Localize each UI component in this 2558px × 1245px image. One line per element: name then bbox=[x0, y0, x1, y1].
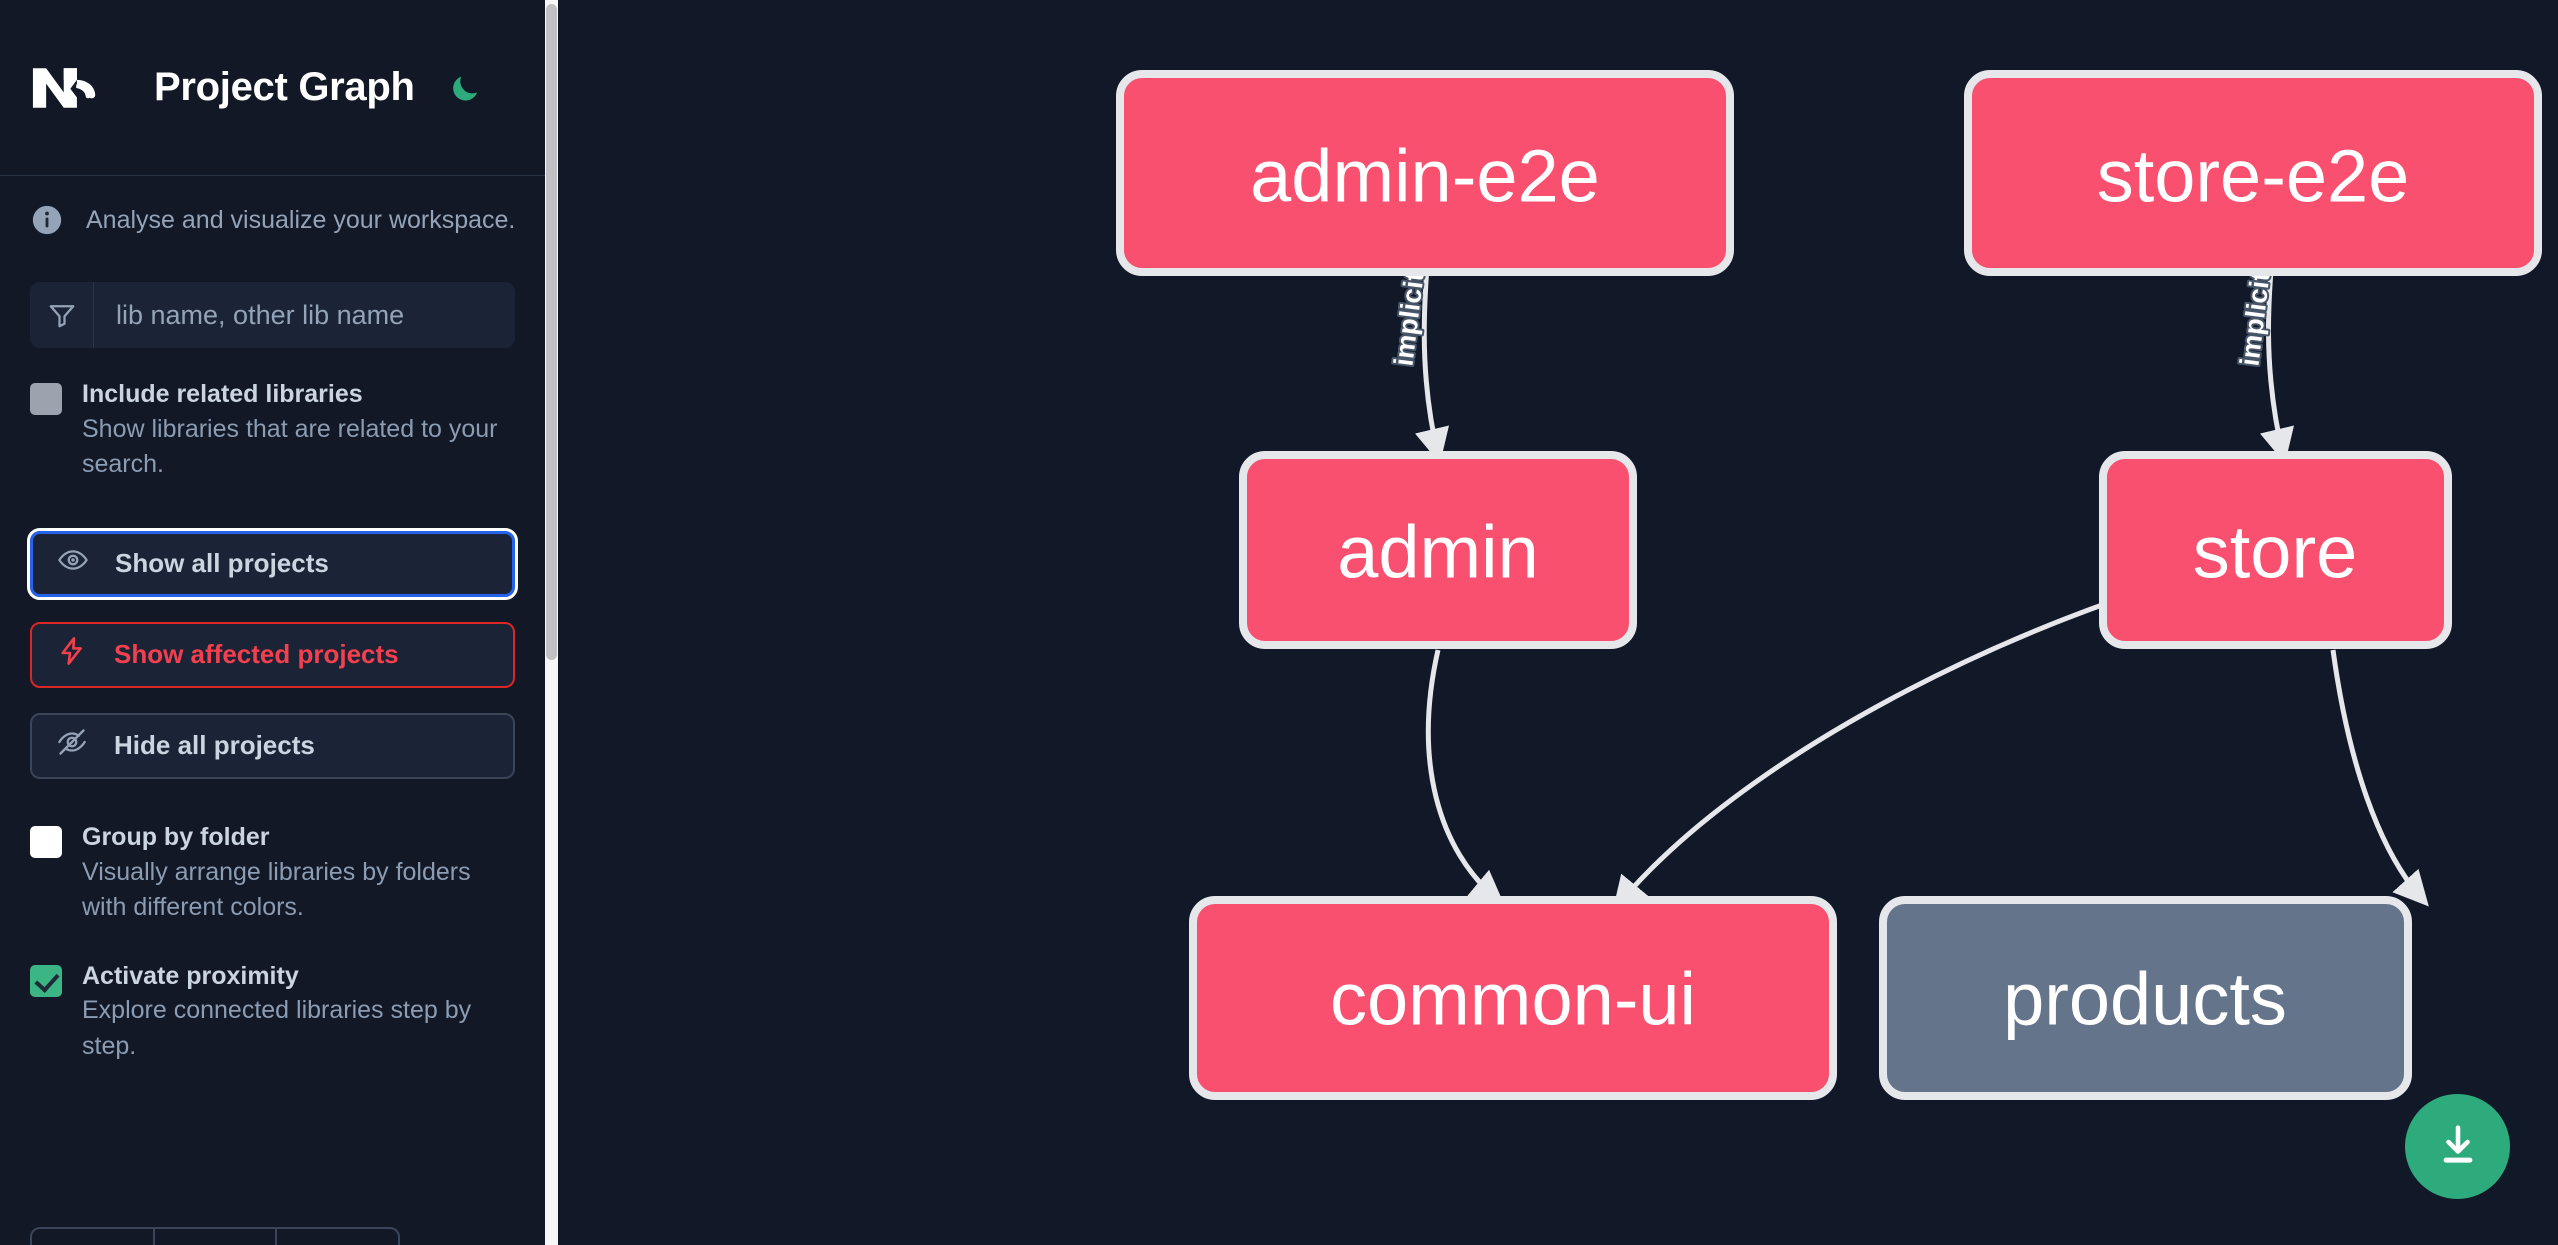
activate-proximity-label: Activate proximity bbox=[82, 961, 299, 990]
sidebar-header: Project Graph bbox=[0, 0, 545, 175]
group-by-folder-description: Visually arrange libraries by folders wi… bbox=[82, 857, 471, 922]
eye-icon bbox=[57, 544, 89, 583]
node-products-label: products bbox=[2003, 958, 2287, 1041]
download-graph-button[interactable] bbox=[2405, 1094, 2510, 1199]
node-store[interactable]: store bbox=[2099, 451, 2452, 649]
show-affected-projects-label: Show affected projects bbox=[114, 639, 399, 670]
tagline-text: Analyse and visualize your workspace. bbox=[86, 205, 516, 234]
node-admin-e2e-label: admin-e2e bbox=[1250, 135, 1600, 218]
node-common-ui-box[interactable] bbox=[1189, 896, 1837, 1100]
show-all-projects-label: Show all projects bbox=[115, 548, 329, 579]
info-icon bbox=[30, 203, 64, 237]
option-group-by-folder[interactable]: Group by folder Visually arrange librari… bbox=[0, 821, 545, 926]
activate-proximity-checkbox[interactable] bbox=[30, 964, 62, 997]
page-title: Project Graph bbox=[154, 65, 415, 109]
show-all-projects-button[interactable]: Show all projects bbox=[27, 527, 518, 600]
eye-off-icon bbox=[56, 726, 88, 765]
tagline: Analyse and visualize your workspace. bbox=[0, 176, 545, 264]
project-graph-svg[interactable]: implicit implicit admin-e2e store-e2e ad… bbox=[558, 0, 2558, 1245]
segment-3[interactable] bbox=[277, 1229, 398, 1245]
sidebar-scrollbar-thumb[interactable] bbox=[546, 4, 557, 660]
node-store-label: store bbox=[2193, 511, 2358, 594]
graph-edge-labels: implicit implicit bbox=[1386, 268, 2277, 369]
activate-proximity-description: Explore connected libraries step by step… bbox=[82, 996, 472, 1060]
proximity-segmented-control[interactable] bbox=[30, 1227, 400, 1245]
group-by-folder-checkbox[interactable] bbox=[30, 825, 62, 858]
sidebar-scrollbar[interactable] bbox=[545, 0, 558, 1245]
moon-icon[interactable] bbox=[443, 66, 487, 110]
header-divider bbox=[0, 175, 545, 176]
node-store-e2e-box[interactable] bbox=[1964, 70, 2542, 276]
filter-funnel-icon bbox=[30, 282, 94, 348]
node-admin[interactable]: admin bbox=[1239, 451, 1637, 649]
node-admin-e2e[interactable]: admin-e2e bbox=[1116, 70, 1734, 276]
node-store-box[interactable] bbox=[2099, 451, 2452, 649]
include-related-checkbox[interactable] bbox=[30, 383, 62, 415]
segment-1[interactable] bbox=[32, 1229, 155, 1245]
include-related-description: Show libraries that are related to your … bbox=[82, 414, 498, 479]
node-common-ui-label: common-ui bbox=[1330, 958, 1696, 1041]
search-input[interactable] bbox=[94, 282, 515, 348]
node-store-e2e-label: store-e2e bbox=[2097, 135, 2410, 218]
search-bar[interactable] bbox=[30, 282, 515, 348]
sidebar: Project Graph Analyse and visu bbox=[0, 0, 558, 1245]
node-common-ui[interactable]: common-ui bbox=[1189, 896, 1837, 1100]
hide-all-projects-label: Hide all projects bbox=[114, 730, 315, 761]
display-options: Group by folder Visually arrange librari… bbox=[0, 821, 545, 1065]
node-admin-e2e-box[interactable] bbox=[1116, 70, 1734, 276]
node-admin-label: admin bbox=[1337, 511, 1539, 594]
node-admin-box[interactable] bbox=[1239, 451, 1637, 649]
hide-all-projects-button[interactable]: Hide all projects bbox=[30, 712, 515, 779]
nx-logo-icon bbox=[30, 59, 118, 117]
option-include-related-libraries[interactable]: Include related libraries Show libraries… bbox=[0, 378, 545, 483]
download-icon bbox=[2432, 1119, 2484, 1174]
include-related-label: Include related libraries bbox=[82, 380, 363, 408]
node-store-e2e[interactable]: store-e2e bbox=[1964, 70, 2542, 276]
project-visibility-buttons: Show all projects Show affected projects bbox=[0, 527, 545, 779]
segment-2[interactable] bbox=[155, 1229, 278, 1245]
edge-admin-to-common-ui[interactable] bbox=[1425, 649, 1505, 906]
lightning-bolt-icon bbox=[56, 635, 88, 674]
node-products-box[interactable] bbox=[1879, 896, 2412, 1100]
group-by-folder-label: Group by folder bbox=[82, 822, 270, 851]
graph-nodes: admin-e2e store-e2e admin store common-u bbox=[1116, 70, 2542, 1100]
edge-store-to-products[interactable] bbox=[2330, 649, 2429, 907]
graph-canvas[interactable]: implicit implicit admin-e2e store-e2e ad… bbox=[558, 0, 2558, 1245]
show-affected-projects-button[interactable]: Show affected projects bbox=[30, 621, 515, 688]
node-products[interactable]: products bbox=[1879, 896, 2412, 1100]
option-activate-proximity[interactable]: Activate proximity Explore connected lib… bbox=[0, 960, 545, 1065]
